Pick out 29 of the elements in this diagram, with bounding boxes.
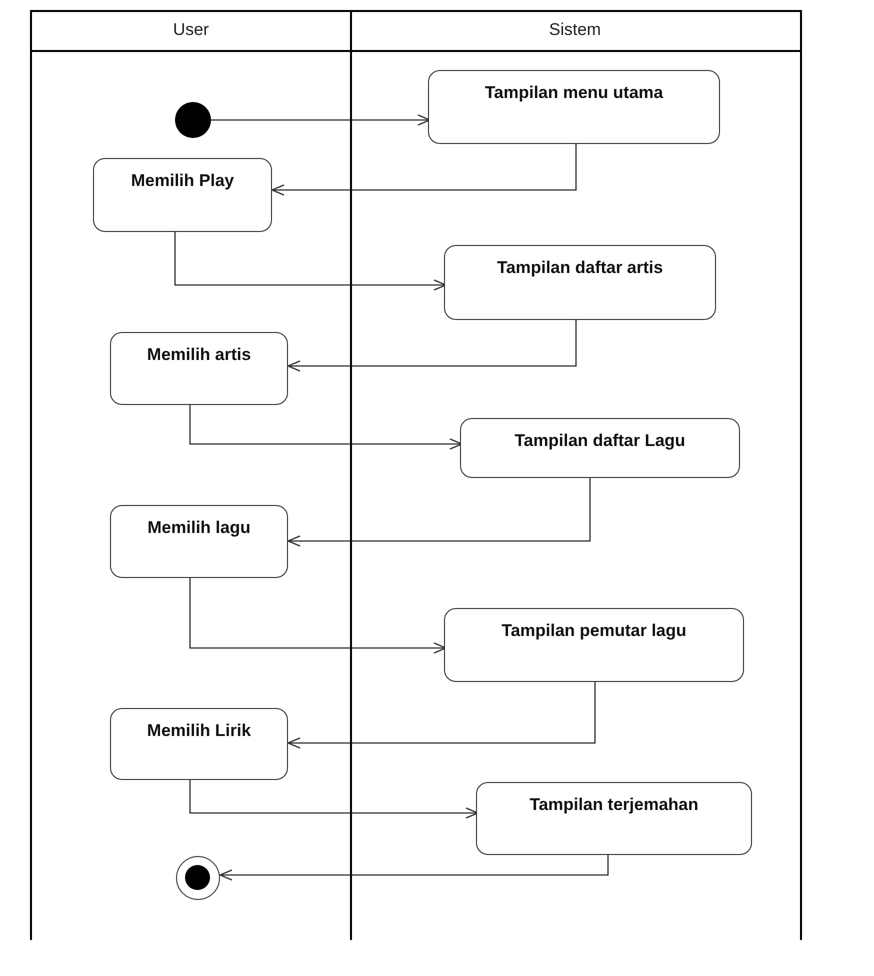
activity-box [444, 608, 744, 682]
activity-box [93, 158, 272, 232]
activity-label: Memilih Play [130, 171, 235, 191]
arrow [287, 320, 577, 372]
activity-box [428, 70, 720, 144]
activity-label: Tampilan menu utama [484, 83, 664, 103]
activity-box [476, 782, 752, 855]
lane-title: User [172, 19, 210, 41]
activity-box [460, 418, 740, 478]
arrow [287, 478, 591, 547]
swimlane [350, 10, 802, 940]
end-node [176, 856, 220, 900]
activity-label: Tampilan daftar artis [496, 258, 664, 278]
lane-title: Sistem [548, 19, 602, 41]
activity-label: Tampilan daftar Lagu [514, 431, 686, 451]
activity-box [110, 505, 288, 578]
activity-box [110, 332, 288, 405]
arrow [219, 855, 609, 881]
activity-label: Memilih lagu [146, 518, 252, 538]
start-node [175, 102, 211, 138]
activity-label: Memilih artis [146, 345, 252, 365]
activity-box [110, 708, 288, 780]
activity-label: Memilih Lirik [146, 721, 252, 741]
activity-label: Tampilan pemutar lagu [500, 621, 688, 641]
swimlane [30, 10, 352, 940]
arrow [287, 682, 596, 749]
arrow [271, 144, 577, 196]
activity-box [444, 245, 716, 320]
activity-label: Tampilan terjemahan [528, 795, 700, 815]
